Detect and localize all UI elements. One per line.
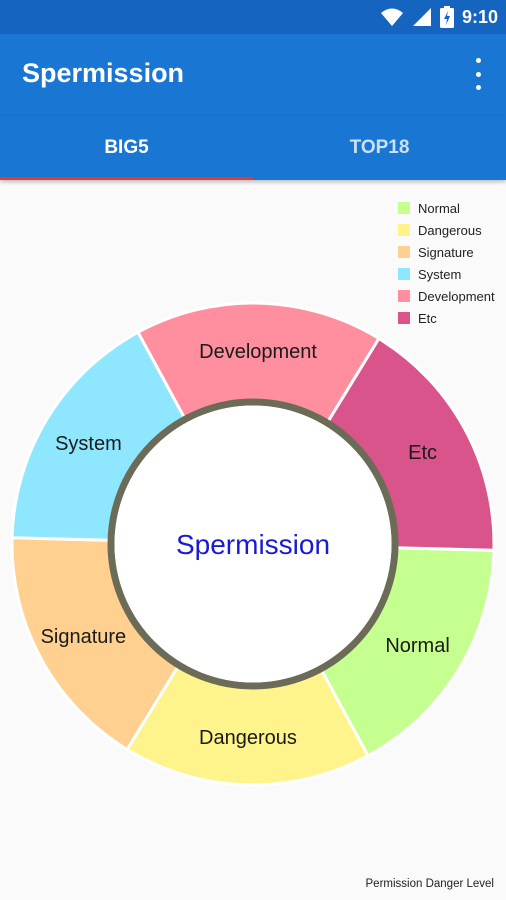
chart-legend: Normal Dangerous Signature System Develo…: [398, 197, 495, 329]
legend-label: Signature: [418, 244, 474, 260]
tab-top18[interactable]: TOP18: [349, 137, 410, 158]
legend-item-dangerous: Dangerous: [398, 219, 495, 241]
legend-label: Dangerous: [418, 222, 482, 238]
menu-dot: [475, 71, 481, 77]
legend-item-development: Development: [398, 285, 495, 307]
app-title: Spermission: [22, 58, 185, 88]
tab-big5[interactable]: BIG5: [104, 137, 149, 158]
tab-bar: BIG5 TOP18: [0, 116, 506, 180]
app-bar: Spermission: [0, 34, 506, 116]
slice-label-normal: Normal: [385, 635, 449, 657]
slice-label-system: System: [55, 433, 122, 455]
legend-swatch: [398, 312, 410, 324]
legend-label: Normal: [418, 200, 460, 216]
legend-swatch: [398, 224, 410, 236]
legend-swatch: [398, 290, 410, 302]
battery-icon: [439, 6, 454, 28]
chart-center-title: Spermission: [176, 529, 330, 560]
legend-label: Development: [418, 288, 495, 304]
legend-swatch: [398, 268, 410, 280]
wifi-icon: [380, 8, 403, 26]
menu-dot: [475, 58, 481, 63]
legend-swatch: [398, 202, 410, 214]
legend-swatch: [398, 246, 410, 258]
center-ring: [107, 398, 399, 690]
legend-item-system: System: [398, 263, 495, 285]
slice-label-development: Development: [199, 341, 317, 363]
more-vert-icon[interactable]: [468, 58, 488, 90]
status-icons: 9:10: [380, 6, 498, 28]
status-bar: 9:10: [0, 0, 506, 34]
chart-description: Permission Danger Level: [365, 878, 494, 890]
slice-label-signature: Signature: [41, 626, 127, 648]
legend-item-etc: Etc: [398, 307, 495, 329]
legend-label: Etc: [418, 310, 437, 326]
status-time: 9:10: [461, 6, 498, 27]
tab-indicator: [0, 177, 253, 180]
chart-slices: [10, 301, 496, 787]
signal-icon: [412, 8, 431, 26]
legend-item-normal: Normal: [398, 197, 495, 219]
legend-label: System: [418, 266, 462, 282]
center-hole: [114, 405, 392, 683]
legend-item-signature: Signature: [398, 241, 495, 263]
slice-label-dangerous: Dangerous: [199, 727, 297, 749]
menu-dot: [475, 85, 481, 90]
slice-label-etc: Etc: [408, 442, 437, 464]
